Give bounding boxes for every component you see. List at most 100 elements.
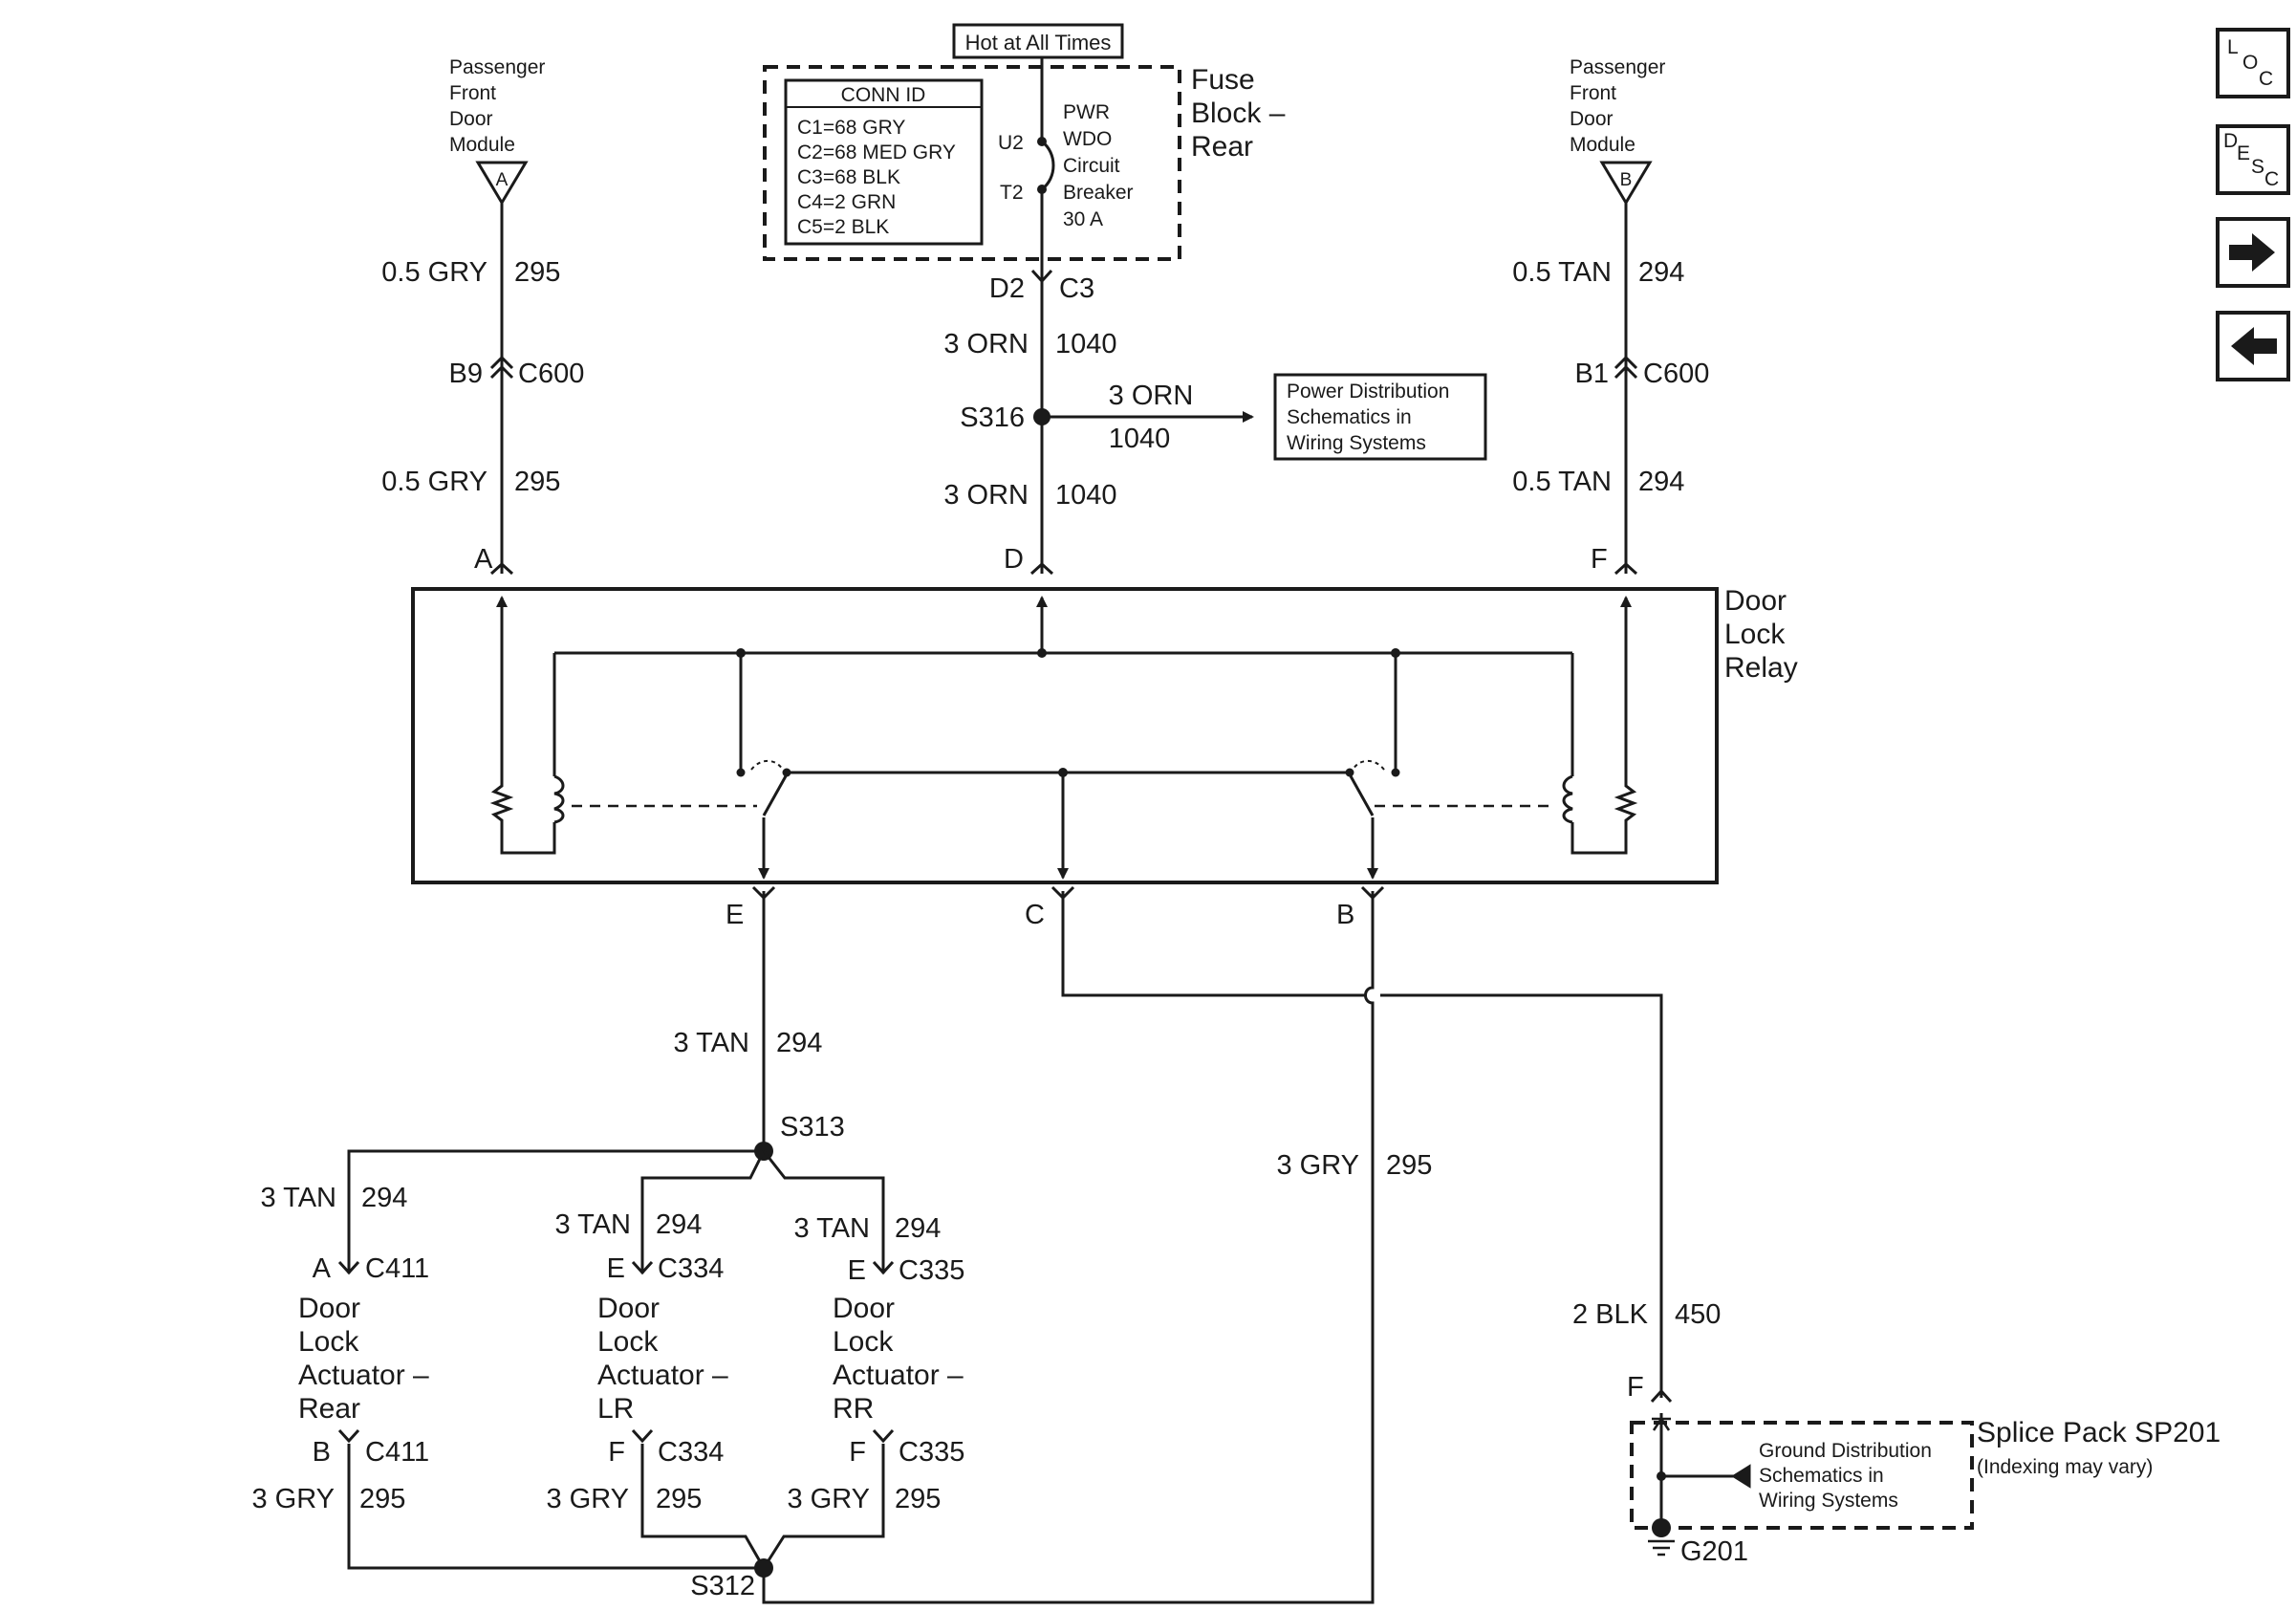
actuator-label-line: LR <box>597 1393 634 1425</box>
connector-pin-label: A <box>313 1253 332 1284</box>
wire-circuit-label: 294 <box>361 1183 407 1213</box>
svg-text:O: O <box>2242 52 2258 74</box>
connector-pin-label: B9 <box>449 359 483 389</box>
ground-ref-line: Ground Distribution <box>1759 1440 1932 1462</box>
wire-gauge-label: 0.5 TAN <box>1512 257 1612 288</box>
conn-id-box <box>784 78 984 246</box>
wire-circuit-label: 295 <box>359 1484 405 1514</box>
connector-pin-label: F <box>849 1437 866 1468</box>
arrow-right-icon <box>2229 233 2275 272</box>
connector-pin-label: E <box>848 1255 866 1286</box>
wire-circuit-label: 294 <box>1638 467 1684 497</box>
relay-pin-label: F <box>1591 544 1608 575</box>
splice-pack-boundary <box>1630 1421 1974 1530</box>
relay-pin-label: E <box>726 900 744 930</box>
wire-circuit-label: 1040 <box>1109 424 1171 454</box>
fuse-block-title-line: Block – <box>1191 98 1286 129</box>
wire-circuit-label: 294 <box>895 1213 941 1244</box>
splice-pack-title: Splice Pack SP201 <box>1977 1417 2220 1448</box>
connector-id-label: C600 <box>1643 359 1709 389</box>
wire-gauge-label: 3 GRY <box>251 1484 335 1514</box>
svg-text:C: C <box>2264 168 2279 190</box>
ground-symbol <box>1648 1539 1675 1557</box>
breaker-label-line: PWR <box>1063 101 1110 123</box>
svg-text:D: D <box>2223 130 2238 152</box>
actuator-label-line: Rear <box>298 1393 360 1425</box>
wire-gauge-label: 3 TAN <box>673 1028 749 1058</box>
wire-circuit-label: 295 <box>514 467 560 497</box>
breaker-label-line: Breaker <box>1063 182 1134 204</box>
loc-button[interactable]: L O C <box>2216 28 2290 98</box>
connector-id-label: C335 <box>899 1255 964 1286</box>
loc-icon: L O C <box>2227 36 2273 90</box>
wire-gauge-label: 3 GRY <box>1276 1150 1359 1181</box>
ground-ref-line: Schematics in <box>1759 1465 1884 1487</box>
door-lock-relay-box <box>411 587 1719 884</box>
left-module-badge: A <box>496 170 509 190</box>
conn-id-row: C2=68 MED GRY <box>797 142 956 163</box>
wire-gauge-label: 0.5 TAN <box>1512 467 1612 497</box>
right-coil-inductor <box>1562 774 1573 824</box>
next-button[interactable] <box>2216 217 2290 288</box>
svg-text:L: L <box>2227 36 2239 58</box>
svg-text:S: S <box>2251 156 2264 178</box>
right-module-line: Front <box>1570 82 1616 104</box>
ground-dot <box>1652 1518 1671 1537</box>
wire-circuit-label: 295 <box>1386 1150 1432 1181</box>
power-ref-box <box>1273 373 1487 461</box>
actuator-label-line: Door <box>597 1293 660 1324</box>
actuator-label-line: RR <box>833 1393 874 1425</box>
right-module-line: Module <box>1570 134 1635 156</box>
b-wire <box>762 891 1375 1604</box>
right-coil-resistor <box>1570 776 1638 855</box>
connector-id-label: C335 <box>899 1437 964 1468</box>
prev-button[interactable] <box>2216 311 2290 381</box>
wire-circuit-label: 295 <box>514 257 560 288</box>
relay-title-line: Relay <box>1724 652 1798 684</box>
wire-circuit-label: 294 <box>1638 257 1684 288</box>
desc-button[interactable]: D E S C <box>2216 124 2290 195</box>
right-module-badge: B <box>1620 170 1633 190</box>
breaker-pin-lower: T2 <box>1000 182 1024 204</box>
connector-pin-label: B1 <box>1575 359 1609 389</box>
actuator-label-line: Actuator – <box>298 1360 429 1391</box>
right-module-line: Door <box>1570 108 1614 130</box>
relay-pin-label: C <box>1025 900 1045 930</box>
wire-gauge-label: 3 GRY <box>787 1484 870 1514</box>
svg-text:C: C <box>2259 68 2273 90</box>
wire-gauge-label: 3 TAN <box>554 1209 631 1240</box>
wire-circuit-label: 1040 <box>1055 329 1117 359</box>
breaker-label-line: 30 A <box>1063 208 1103 230</box>
power-ref-line: Wiring Systems <box>1287 432 1426 454</box>
actuator-label-line: Actuator – <box>833 1360 964 1391</box>
actuator-label-line: Lock <box>298 1326 359 1358</box>
splice-label: S316 <box>960 403 1025 433</box>
ground-label: G201 <box>1680 1536 1748 1567</box>
conn-id-row: C5=2 BLK <box>797 216 889 238</box>
connector-pin-label: F <box>608 1437 625 1468</box>
fuse-block-title-line: Fuse <box>1191 64 1255 96</box>
splice-label: S312 <box>690 1571 755 1601</box>
connector-pin-label: D2 <box>989 273 1025 304</box>
actuator-label-line: Door <box>833 1293 895 1324</box>
hot-at-all-times-box <box>952 23 1124 59</box>
right-switch-arm <box>1348 773 1375 816</box>
connector-id-label: C411 <box>365 1437 429 1468</box>
conn-id-row: C3=68 BLK <box>797 166 900 188</box>
left-switch-arm <box>762 773 789 816</box>
actuator-label-line: Actuator – <box>597 1360 728 1391</box>
wire-gauge-label: 3 TAN <box>793 1213 870 1244</box>
power-ref-line: Power Distribution <box>1287 381 1449 403</box>
wire-circuit-label: 295 <box>656 1484 702 1514</box>
wire-circuit-label: 294 <box>656 1209 702 1240</box>
wire-gauge-label: 3 TAN <box>260 1183 336 1213</box>
conn-id-title: CONN ID <box>841 84 926 106</box>
wire-gauge-label: 2 BLK <box>1572 1299 1649 1330</box>
breaker-pin-upper: U2 <box>998 132 1024 154</box>
power-ref-line: Schematics in <box>1287 406 1412 428</box>
ground-ref-arrow <box>1731 1464 1751 1489</box>
fuse-block-title-line: Rear <box>1191 131 1253 163</box>
ground-ref-line: Wiring Systems <box>1759 1490 1898 1512</box>
splice-pack-pin: F <box>1627 1372 1644 1403</box>
